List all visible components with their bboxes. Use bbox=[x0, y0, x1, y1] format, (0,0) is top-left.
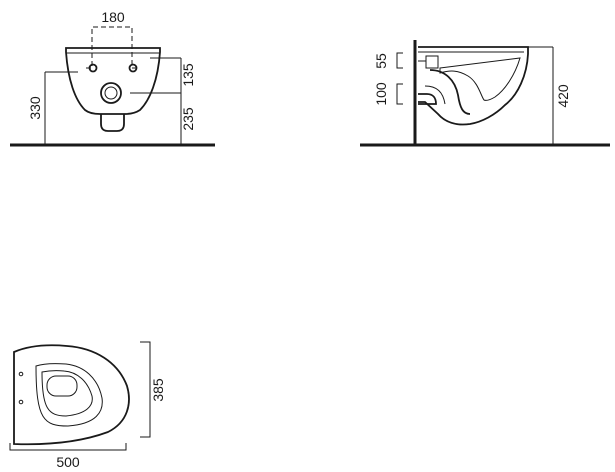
side-bowl-outline bbox=[418, 46, 529, 126]
plan-view: 385 500 bbox=[9, 341, 166, 470]
front-outlet-outer bbox=[100, 82, 122, 104]
side-inlet-block bbox=[425, 55, 439, 69]
plan-seat-inner bbox=[35, 363, 103, 427]
dim-label-180: 180 bbox=[101, 9, 125, 25]
dim-label-235: 235 bbox=[180, 107, 196, 131]
plan-depth-dim-line bbox=[140, 341, 151, 438]
plan-outlet bbox=[46, 375, 78, 397]
dim-label-385: 385 bbox=[150, 378, 166, 402]
front-dashed-bracket bbox=[86, 26, 140, 69]
front-bowl-foot bbox=[100, 114, 125, 132]
side-bracket-55 bbox=[396, 52, 403, 69]
plan-seat-outer bbox=[13, 344, 130, 446]
side-trap-outer bbox=[429, 69, 471, 115]
dim-label-55: 55 bbox=[373, 53, 389, 69]
plan-width-dim-line bbox=[9, 443, 127, 451]
side-outlet-pipe bbox=[418, 93, 437, 105]
front-view: 180 330 135 235 bbox=[10, 9, 215, 147]
side-view: 55 100 420 bbox=[360, 40, 610, 147]
plan-hinge-hole-top bbox=[18, 371, 24, 377]
dim-label-330: 330 bbox=[27, 96, 43, 120]
dim-label-135: 135 bbox=[180, 63, 196, 87]
plan-hinge-hole-bottom bbox=[18, 399, 24, 405]
plan-bowl-inner bbox=[41, 370, 93, 417]
front-outlet-inner bbox=[104, 86, 118, 100]
dim-label-420: 420 bbox=[555, 84, 571, 108]
side-bracket-100 bbox=[396, 83, 403, 105]
side-trap-inner bbox=[424, 85, 446, 105]
dim-label-500: 500 bbox=[56, 454, 80, 470]
front-bowl-outline bbox=[65, 47, 161, 115]
dim-label-100: 100 bbox=[373, 82, 389, 106]
side-bowl-inner bbox=[439, 57, 521, 101]
